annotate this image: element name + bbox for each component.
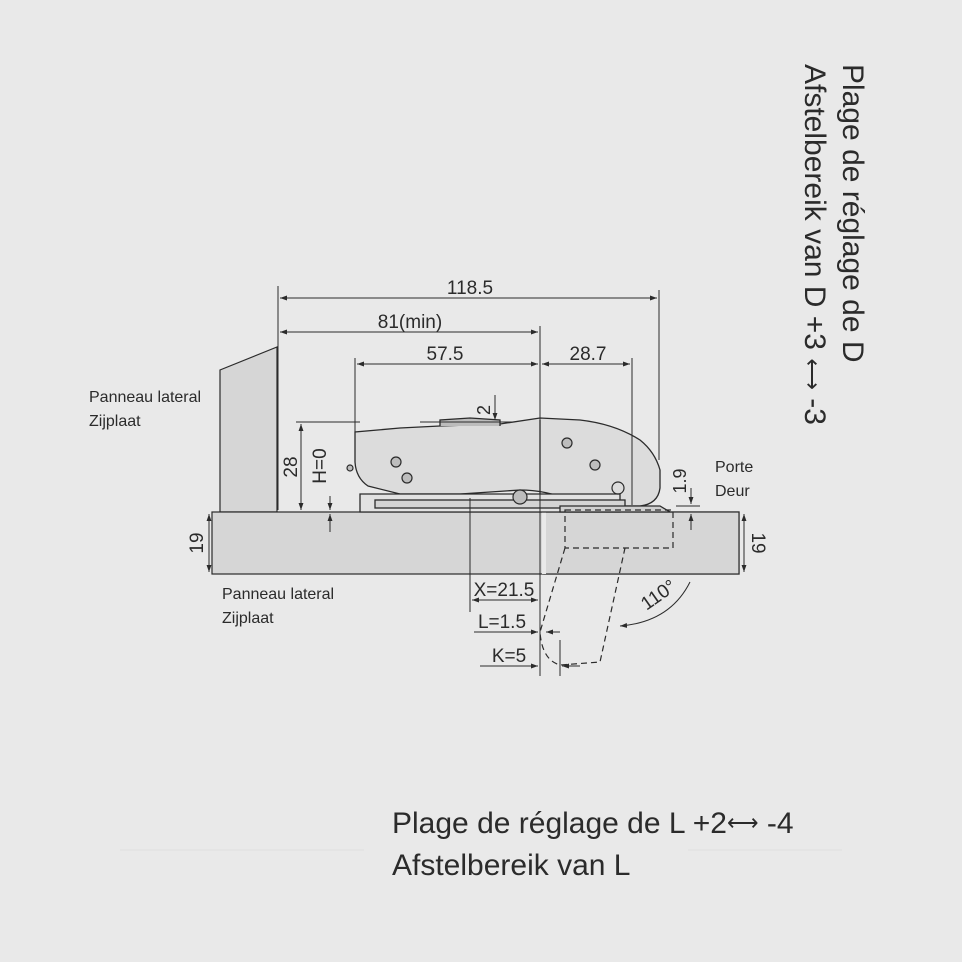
dim-h0: H=0 [310,448,331,483]
dim-19-left: 19 [187,532,208,553]
adjust-d-line2: Afstelbereik van D +3 ⟷ -3 [793,64,833,464]
side-panel-label-bottom-fr: Panneau lateral [222,586,335,603]
dim-19-right: 19 [747,532,768,553]
adjust-l-line2: Afstelbereik van L [392,849,631,882]
adjust-l-line1: Plage de réglage de L +2⟷ -4 [392,804,794,843]
dim-28-7: 28.7 [570,344,607,365]
open-door-outline [564,509,674,549]
adjust-d-block: Plage de réglage de D Afstelbereik van D… [793,64,871,464]
adjust-l-line1-prefix: Plage de réglage de L +2 [392,807,727,840]
hinge-screws [346,437,625,505]
side-panel-upright [219,346,278,513]
double-arrow-icon: ⟷ [800,358,825,390]
dim-l: L=1.5 [478,612,526,633]
side-panel-label-bottom-nl: Zijplaat [222,610,274,627]
side-panel-label-top-fr: Panneau lateral [89,389,202,406]
adjust-d-line2-suffix: -3 [798,398,831,425]
adjust-l-line1-suffix: -4 [766,807,794,840]
door-label-fr: Porte [715,459,754,476]
side-panel-label-top-nl: Zijplaat [89,413,141,430]
dim-x: X=21.5 [474,580,535,601]
hinge-body [354,417,673,513]
adjust-d-line1: Plage de réglage de D [836,64,869,363]
side-panel-label-bottom: Panneau lateral Zijplaat [222,583,334,631]
door-label-nl: Deur [715,483,750,500]
door-label: Porte Deur [715,456,753,504]
door-panel [543,511,740,575]
dim-81-min: 81(min) [378,312,442,333]
dim-2: 2 [474,405,494,415]
dim-1-9: 1.9 [670,468,690,493]
adjust-d-line2-prefix: Afstelbereik van D +3 [798,64,831,350]
dim-57-5: 57.5 [427,344,464,365]
dim-k: K=5 [492,646,526,667]
open-door-swing [539,547,626,666]
dim-118-5: 118.5 [447,278,493,299]
side-panel-label-top: Panneau lateral Zijplaat [89,386,201,434]
dim-angle: 110° [637,576,680,615]
dim-28: 28 [281,456,302,477]
angle-arc [619,581,691,628]
double-arrow-icon: ⟷ [727,810,759,835]
